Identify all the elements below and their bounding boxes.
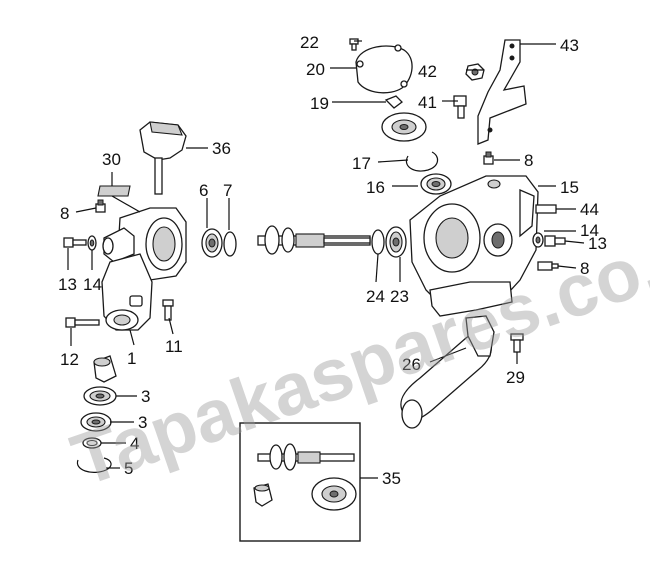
label-42: 42 bbox=[418, 62, 437, 81]
kit-pinion bbox=[253, 483, 273, 507]
key-44 bbox=[535, 204, 557, 214]
circlip-7 bbox=[223, 231, 237, 257]
seal-disc bbox=[381, 112, 427, 142]
clip-19 bbox=[384, 95, 403, 109]
label-26: 26 bbox=[402, 355, 421, 374]
gear-housing-right-15 bbox=[409, 175, 539, 317]
bearing-6 bbox=[201, 228, 223, 258]
drive-shaft bbox=[257, 225, 371, 255]
kit-seal-disc bbox=[311, 477, 357, 511]
label-44: 44 bbox=[580, 200, 599, 219]
label-5: 5 bbox=[124, 459, 133, 478]
label-14-right: 14 bbox=[580, 221, 599, 240]
kit-box-35 bbox=[239, 422, 361, 542]
washer-14-right bbox=[532, 232, 544, 248]
label-7: 7 bbox=[223, 181, 232, 200]
bearing-23 bbox=[385, 226, 407, 258]
bearing-16 bbox=[420, 173, 452, 195]
label-17: 17 bbox=[352, 154, 371, 173]
label-3b: 3 bbox=[138, 413, 147, 432]
label-20: 20 bbox=[306, 60, 325, 79]
nut-42 bbox=[465, 63, 485, 81]
part-labels: 36 30 8 6 7 13 14 11 12 1 3 3 4 5 22 20 … bbox=[58, 33, 607, 488]
pinion-gear-lower bbox=[93, 355, 117, 383]
label-16: 16 bbox=[366, 178, 385, 197]
label-19: 19 bbox=[310, 94, 329, 113]
label-24: 24 bbox=[366, 287, 385, 306]
gasket-cover-20 bbox=[355, 44, 413, 94]
bolt-11 bbox=[162, 299, 174, 321]
label-8-left: 8 bbox=[60, 204, 69, 223]
label-23: 23 bbox=[390, 287, 409, 306]
label-3a: 3 bbox=[141, 387, 150, 406]
kit-shaft bbox=[257, 443, 355, 471]
bearing-3a bbox=[83, 386, 117, 406]
label-4: 4 bbox=[130, 434, 139, 453]
label-8-upper-right: 8 bbox=[524, 151, 533, 170]
label-14-left: 14 bbox=[83, 275, 102, 294]
label-41: 41 bbox=[418, 93, 437, 112]
label-36: 36 bbox=[212, 139, 231, 158]
label-1: 1 bbox=[127, 349, 136, 368]
bolt-12 bbox=[65, 317, 100, 328]
shaft-tube-1 bbox=[101, 253, 153, 331]
bolt-8-left bbox=[95, 199, 106, 213]
circlip-5 bbox=[76, 457, 112, 473]
washer-14-left bbox=[87, 235, 97, 251]
label-13-right: 13 bbox=[588, 234, 607, 253]
label-35: 35 bbox=[382, 469, 401, 488]
label-8-lower-right: 8 bbox=[580, 259, 589, 278]
label-30: 30 bbox=[102, 150, 121, 169]
bracket-43 bbox=[477, 39, 527, 145]
label-13-left: 13 bbox=[58, 275, 77, 294]
bolt-13-left bbox=[63, 237, 87, 248]
label-plate-30 bbox=[97, 185, 131, 197]
bearing-3b bbox=[80, 412, 112, 432]
bolt-8-upper-right bbox=[483, 151, 494, 165]
label-22: 22 bbox=[300, 33, 319, 52]
bolt-13-right bbox=[544, 235, 566, 247]
handle-26 bbox=[400, 315, 495, 429]
label-15: 15 bbox=[560, 178, 579, 197]
leader-lines bbox=[67, 40, 585, 479]
circlip-24 bbox=[371, 229, 385, 255]
label-29: 29 bbox=[506, 368, 525, 387]
knob-36 bbox=[139, 121, 187, 195]
label-6: 6 bbox=[199, 181, 208, 200]
bolt-41 bbox=[453, 95, 467, 119]
circlip-17 bbox=[405, 151, 439, 172]
label-12: 12 bbox=[60, 350, 79, 369]
label-43: 43 bbox=[560, 36, 579, 55]
label-11: 11 bbox=[165, 337, 183, 356]
